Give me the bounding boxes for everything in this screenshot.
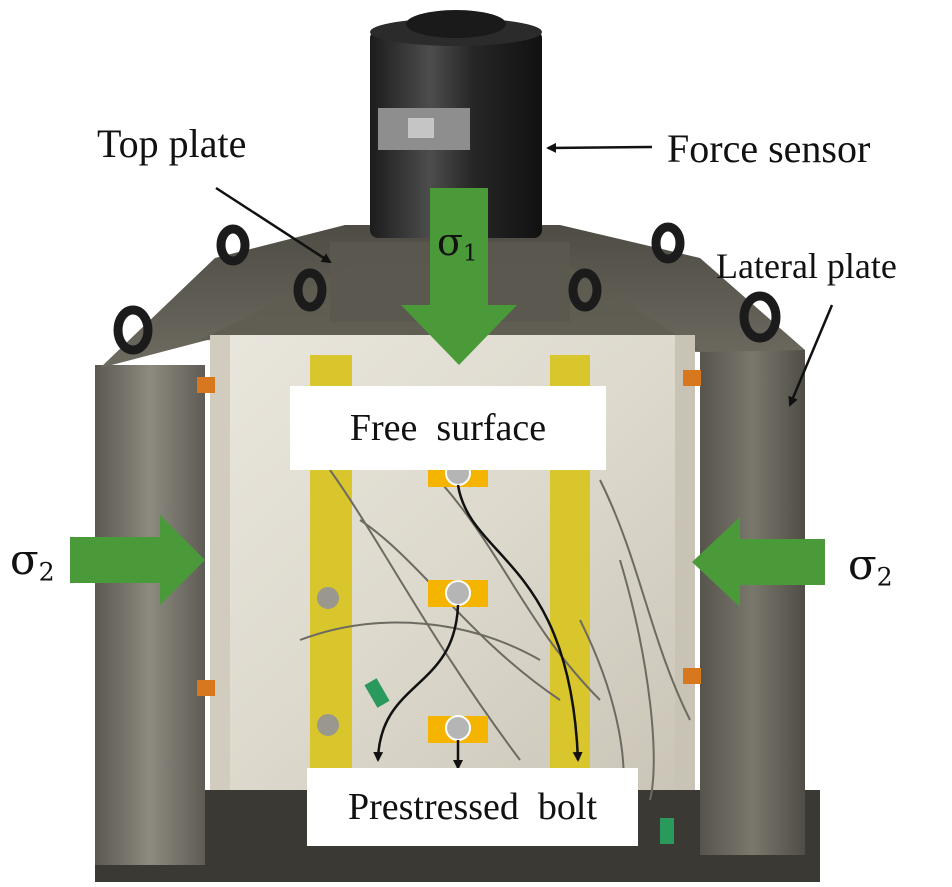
green-connector-bottom [660,818,674,844]
sigma1-symbol: σ [437,220,463,264]
pad-right-bottom [683,668,701,684]
sigma2-right-label: σ2 [848,540,893,591]
sigma2-left-subscript: 2 [38,557,55,587]
right-lateral-plate [700,350,805,855]
free-surface-text: Free surface [349,407,547,449]
sigma2-left-label: σ2 [10,535,55,586]
bolt-leader-top [456,484,583,762]
lateral-plate-label: Lateral plate [716,246,897,286]
sigma1-arrow [401,188,517,365]
sigma2-right-symbol: σ [848,540,877,589]
force-sensor-label: Force sensor [667,126,871,171]
bolt-leader-middle [373,604,460,762]
face-edge-right [675,335,695,790]
face-edge-left [210,335,230,790]
lateral-plate-leader [788,304,834,407]
green-connector [364,678,390,708]
pad-left-top [197,377,215,393]
sensor-label-plate [408,118,434,138]
prestressed-bolt-label: Prestressed bolt [307,768,638,846]
prestressed-bolt-text: Prestressed bolt [347,786,598,828]
sigma2-right-arrow [692,517,825,607]
pad-right-top [683,370,701,386]
sigma1-label: σ1 [437,220,477,267]
sigma2-left-arrow [70,515,205,605]
bolt-head-middle [428,580,488,607]
force-sensor-leader [546,142,653,153]
left-lateral-plate [95,365,205,865]
top-plate-leader [215,186,332,264]
pad-left-bottom [197,680,215,696]
bolt-head-bottom [428,715,488,743]
sigma2-right-subscript: 2 [876,562,893,592]
face-bolt-lower [317,714,339,736]
top-plate-label: Top plate [97,121,247,166]
free-surface-label: Free surface [290,386,606,470]
sigma1-subscript: 1 [462,240,478,267]
sigma2-left-symbol: σ [10,535,39,584]
face-bolt-upper [317,587,339,609]
sensor-wires [299,459,691,811]
lifting-eyes [113,222,781,355]
force-sensor-cap [406,10,506,38]
